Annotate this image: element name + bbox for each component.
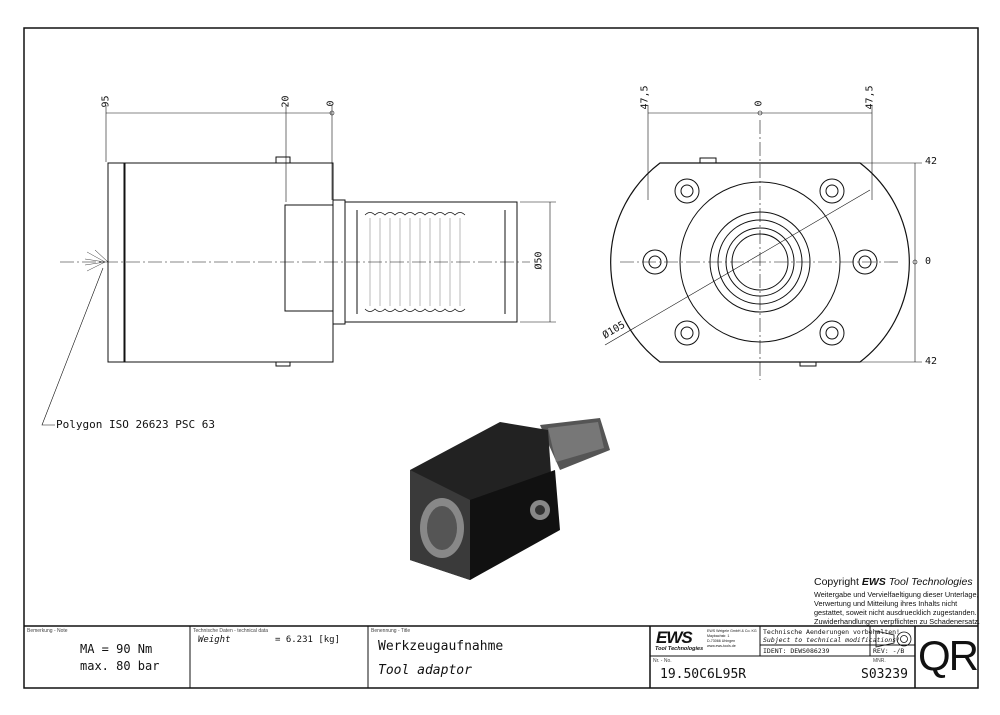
- dim-95: 95: [100, 95, 112, 108]
- polygon-note: Polygon ISO 26623 PSC 63: [56, 418, 215, 431]
- dim-left: 47,5: [639, 85, 651, 110]
- drawing-frame: [23, 27, 979, 689]
- dim-middle: 0: [925, 256, 932, 267]
- dim-center: 0: [753, 100, 765, 107]
- tool-adaptor-3d-render: [410, 418, 610, 580]
- drawing-number: 19.50C6L95R: [660, 667, 747, 682]
- changes-de: Technische Aenderungen vorbehalten!: [763, 628, 900, 636]
- tech-label: Technische Daten - technical data: [193, 628, 269, 634]
- dim-right: 47,5: [864, 85, 876, 110]
- title-block-grid: [24, 625, 978, 688]
- title-label: Benennung - Title: [371, 628, 411, 634]
- projection-symbol-icon: [875, 630, 912, 648]
- bolt-holes: [642, 178, 878, 346]
- qr-mark: QR: [918, 632, 979, 679]
- side-view: [41, 105, 556, 426]
- dim-bottom: 42: [925, 356, 938, 367]
- rev: REV: -/B: [873, 647, 905, 655]
- mnr-label: MNR.: [873, 658, 886, 664]
- front-view: [604, 105, 922, 380]
- title-en: Tool adaptor: [378, 663, 472, 678]
- note-line2: max. 80 bar: [80, 659, 160, 673]
- copyright-text: Weitergabe und Vervielfaeltigung dieser …: [814, 590, 980, 626]
- title-de: Werkzeugaufnahme: [378, 639, 504, 654]
- dim-dia50: Ø50: [533, 251, 545, 270]
- note-line1: MA = 90 Nm: [80, 642, 153, 656]
- mnr-number: S03239: [861, 667, 908, 682]
- number-label: Nr. - No.: [653, 658, 672, 664]
- ews-logo: EWS: [656, 628, 693, 647]
- note-label: Bemerkung - Note: [27, 628, 68, 634]
- thread-pattern: [364, 212, 466, 312]
- weight-value: = 6.231 [kg]: [275, 635, 341, 645]
- dim-0: 0: [325, 100, 337, 107]
- dim-top: 42: [925, 156, 938, 167]
- ews-logo-sub: Tool Technologies: [655, 646, 704, 652]
- changes-en: Subject to technical modifications!: [763, 636, 900, 644]
- dim-20: 20: [280, 95, 292, 108]
- copyright-title: Copyright EWS Tool Technologies: [814, 576, 973, 588]
- weight-key: Weight: [198, 635, 231, 645]
- ident: IDENT: DEWS086239: [763, 647, 830, 655]
